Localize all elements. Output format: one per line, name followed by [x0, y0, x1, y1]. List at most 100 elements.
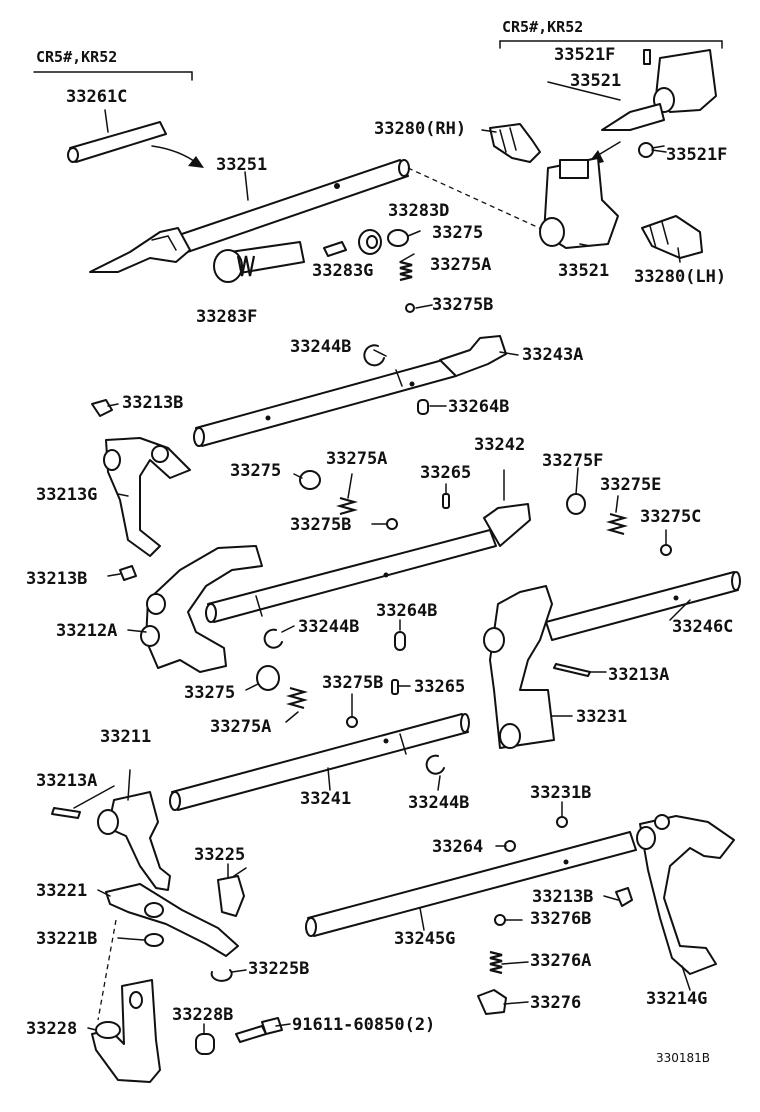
shift-head-33521-lower: [539, 157, 619, 249]
label-33213A-right: 33213A: [608, 665, 669, 685]
left-group-header: CR5#,KR52: [36, 48, 117, 66]
pin-33265-low: [391, 679, 399, 695]
plug-33275F: [566, 493, 586, 515]
label-33245G: 33245G: [394, 929, 455, 949]
ball-33275B-top: [405, 303, 415, 313]
label-33275-top: 33275: [432, 223, 483, 243]
clip-33244B-mid: [263, 628, 283, 649]
bolt-33521F: [638, 142, 665, 158]
label-33275C: 33275C: [640, 507, 701, 527]
label-33243A: 33243A: [522, 345, 583, 365]
shaft-33245G: [305, 831, 637, 937]
label-33251: 33251: [216, 155, 267, 175]
label-33521-bottom: 33521: [558, 261, 609, 281]
pin-33264B-top: [417, 399, 429, 415]
plug-33280-RH: [489, 123, 541, 163]
right-group-header: CR5#,KR52: [502, 18, 583, 36]
label-33275B-mid: 33275B: [290, 515, 351, 535]
block-33225: [217, 875, 245, 917]
bolt-33213B-mid: [119, 565, 137, 581]
label-33275E: 33275E: [600, 475, 661, 495]
label-33275A-top: 33275A: [430, 255, 491, 275]
bracket-33231: [483, 585, 555, 749]
clip-33244B-low: [425, 754, 445, 775]
label-33276: 33276: [530, 993, 581, 1013]
collar-33283D: [358, 229, 382, 255]
clip-33244B-top: [363, 344, 385, 367]
label-33275F: 33275F: [542, 451, 603, 471]
label-33275A-low: 33275A: [210, 717, 271, 737]
label-33280-RH: 33280(RH): [374, 119, 466, 139]
leader-lines: [73, 81, 691, 1035]
ball-33231B: [556, 816, 568, 828]
label-33213B-mid: 33213B: [26, 569, 87, 589]
label-33221: 33221: [36, 881, 87, 901]
label-33283D: 33283D: [388, 201, 449, 221]
ball-33276B: [494, 914, 506, 926]
label-33228B: 33228B: [172, 1005, 233, 1025]
label-33521F-top: 33521F: [554, 45, 615, 65]
label-33521-top: 33521: [570, 71, 621, 91]
label-33275-mid: 33275: [230, 461, 281, 481]
label-33213A-left: 33213A: [36, 771, 97, 791]
shaft-33242: [205, 469, 531, 623]
sleeve-33228B: [195, 1033, 215, 1055]
label-33213G: 33213G: [36, 485, 97, 505]
label-33244B-mid: 33244B: [298, 617, 359, 637]
label-33221B: 33221B: [36, 929, 97, 949]
label-33244B-low: 33244B: [408, 793, 469, 813]
pin-33265-mid: [442, 493, 450, 509]
label-33280-LH: 33280(LH): [634, 267, 726, 287]
label-33521F-right: 33521F: [666, 145, 727, 165]
bolt-33213B-low: [615, 887, 633, 907]
label-33283F: 33283F: [196, 307, 257, 327]
label-33276A: 33276A: [530, 951, 591, 971]
label-33231B: 33231B: [530, 783, 591, 803]
pin-33213A-right: [553, 663, 591, 677]
label-33265-low: 33265: [414, 677, 465, 697]
label-33213B-low: 33213B: [532, 887, 593, 907]
label-33265-mid: 33265: [420, 463, 471, 483]
label-33275B-top: 33275B: [432, 295, 493, 315]
arrow-icon: [151, 145, 199, 165]
pin-33264B-mid: [394, 631, 406, 651]
label-33225B: 33225B: [248, 959, 309, 979]
fork-33213G: [103, 437, 191, 557]
label-33212A: 33212A: [56, 621, 117, 641]
fork-33214G: [636, 814, 735, 975]
label-33244B-top: 33244B: [290, 337, 351, 357]
label-33275A-mid: 33275A: [326, 449, 387, 469]
label-33214G: 33214G: [646, 989, 707, 1009]
washer-33221B: [144, 933, 164, 947]
label-33231: 33231: [576, 707, 627, 727]
spacer-33283G: [323, 241, 347, 257]
spring-33275E: [605, 512, 629, 536]
spring-33275A-mid: [335, 496, 359, 516]
shaft-33246C: [545, 571, 741, 641]
plug-33276: [477, 989, 507, 1015]
spring-33275A-low: [285, 686, 309, 710]
lever-33221: [105, 883, 239, 957]
label-33211: 33211: [100, 727, 151, 747]
part-labels: 33261C 33251 33283D 33275 33283G 33275A …: [26, 45, 733, 1065]
ball-33275B-low: [346, 716, 358, 728]
ball-33275B-mid: [386, 518, 398, 530]
bolt-91611-60850: [235, 1017, 283, 1043]
label-33241: 33241: [300, 789, 351, 809]
label-33264B-mid: 33264B: [376, 601, 437, 621]
spring-33275A-top: [399, 260, 413, 282]
bracket-33228: [91, 979, 161, 1083]
lever-33211: [97, 769, 171, 891]
spring-33276A: [489, 950, 503, 975]
label-33228: 33228: [26, 1019, 77, 1039]
pin-33213A-left: [51, 807, 81, 819]
label-33264B-top: 33264B: [448, 397, 509, 417]
shift-head-33521-upper: [601, 49, 717, 131]
label-33275-low: 33275: [184, 683, 235, 703]
label-33276B: 33276B: [530, 909, 591, 929]
label-91611-60850: 91611-60850(2): [292, 1015, 435, 1035]
plug-33275-low: [256, 665, 280, 691]
label-33213B-left: 33213B: [122, 393, 183, 413]
shaft-33241: [169, 713, 470, 811]
